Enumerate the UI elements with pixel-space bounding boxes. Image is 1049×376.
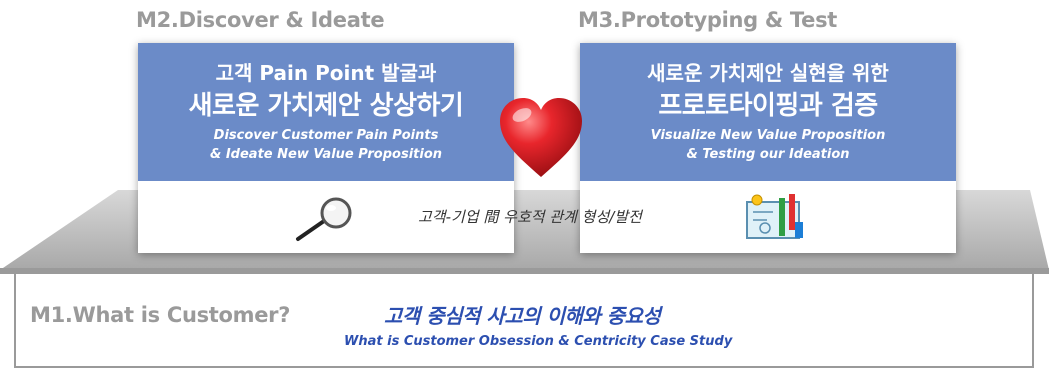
m2-heading-line1: 고객 Pain Point 발굴과 [215, 61, 437, 85]
module-m3-title: M3.Prototyping & Test [578, 8, 838, 32]
m3-heading-line2: 프로토타이핑과 검증 [658, 91, 878, 121]
module-m1-title: M1.What is Customer? [30, 303, 291, 327]
module-m3-header: 새로운 가치제안 실현을 위한 프로토타이핑과 검증 Visualize New… [580, 43, 956, 181]
relationship-caption: 고객-기업 間 우호적 관계 형성/발전 [418, 208, 642, 226]
module-m2-card: 고객 Pain Point 발굴과 새로운 가치제안 상상하기 Discover… [138, 43, 514, 253]
magnifier-icon [296, 197, 352, 241]
m2-heading-line2: 새로운 가치제안 상상하기 [188, 91, 464, 121]
m3-heading-line1: 새로운 가치제안 실현을 위한 [647, 61, 889, 85]
m1-english-subtitle: What is Customer Obsession & Centricity … [344, 334, 733, 349]
heart-icon [500, 98, 582, 177]
module-m2-header: 고객 Pain Point 발굴과 새로운 가치제안 상상하기 Discover… [138, 43, 514, 181]
blueprint-icon [746, 194, 803, 239]
module-m1-box [14, 272, 1034, 368]
m3-english-line2: & Testing our Ideation [686, 147, 850, 162]
module-m3-card: 새로운 가치제안 실현을 위한 프로토타이핑과 검증 Visualize New… [580, 43, 956, 253]
m2-english-line1: Discover Customer Pain Points [213, 128, 439, 143]
m3-english-line1: Visualize New Value Proposition [650, 128, 886, 143]
m2-english-line2: & Ideate New Value Proposition [209, 147, 443, 162]
m1-korean-heading: 고객 중심적 사고의 이해와 중요성 [384, 304, 661, 328]
module-m2-title: M2.Discover & Ideate [136, 8, 385, 32]
